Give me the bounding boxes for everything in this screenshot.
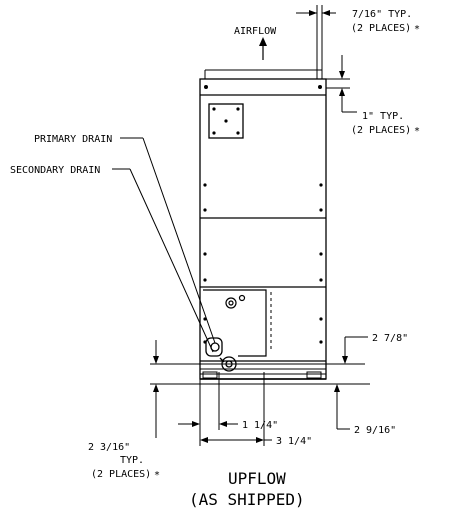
access-panel [208, 103, 244, 139]
primary-drain-leader [120, 137, 216, 344]
dim-2-3-16-typ: TYP. [120, 455, 144, 466]
primary-drain-label: PRIMARY DRAIN [34, 134, 112, 145]
dim-1-1-4-label: 1 1/4" [242, 420, 278, 431]
caption-line-2: (AS SHIPPED) [189, 490, 305, 509]
dim-2-7-8-lines [326, 336, 368, 365]
dim-1-arrow-bottom [339, 88, 345, 96]
caption-line-1: UPFLOW [228, 469, 286, 488]
dim-2-3-16-arrow-top [153, 356, 159, 364]
dim-3-1-4-arrow-left [200, 437, 208, 443]
cabinet-screws [203, 85, 323, 344]
dim-2-7-8-arrow [342, 356, 348, 364]
drain-pan [203, 289, 272, 357]
dim-bottom-extension-lines [199, 372, 265, 446]
dim-3-1-4-arrow-right [256, 437, 264, 443]
dim-2-3-16-lines [150, 340, 200, 438]
top-flange [204, 69, 323, 79]
cabinet [199, 78, 327, 380]
secondary-drain-leader [112, 168, 214, 353]
dim-1-lines [326, 55, 357, 113]
dim-7-16-arrow-right [322, 10, 330, 16]
airflow-arrow [259, 37, 267, 60]
dim-1-places: (2 PLACES) [351, 125, 411, 136]
dim-3-1-4-label: 3 1/4" [276, 436, 312, 447]
dim-1-arrow-top [339, 71, 345, 79]
dim-2-3-16-places: (2 PLACES) [91, 469, 151, 480]
dim-1-1-4-arrow-left [192, 421, 200, 427]
dim-1-1-4-arrow-right [219, 421, 227, 427]
secondary-drain-label: SECONDARY DRAIN [10, 165, 100, 176]
dim-1-label: 1" TYP. [362, 111, 404, 122]
dim-2-3-16-arrow-bottom [153, 384, 159, 392]
dim-2-9-16-lines [336, 392, 350, 430]
base-rails [199, 363, 327, 380]
dim-2-7-8-label: 2 7/8" [372, 333, 408, 344]
dim-7-16-asterisk: * [414, 24, 420, 35]
dim-2-9-16-label: 2 9/16" [354, 425, 396, 436]
dim-7-16-places: (2 PLACES) [351, 23, 411, 34]
dim-7-16-lines [296, 5, 336, 79]
drain-fittings [205, 337, 237, 372]
airflow-label: AIRFLOW [234, 26, 277, 37]
dim-7-16-label: 7/16" TYP. [352, 9, 412, 20]
dim-1-asterisk: * [414, 126, 420, 137]
dim-2-9-16-arrow [334, 384, 340, 392]
dim-2-3-16-asterisk: * [154, 470, 160, 481]
dim-2-3-16-label: 2 3/16" [88, 442, 130, 453]
dim-7-16-arrow-left [309, 10, 317, 16]
